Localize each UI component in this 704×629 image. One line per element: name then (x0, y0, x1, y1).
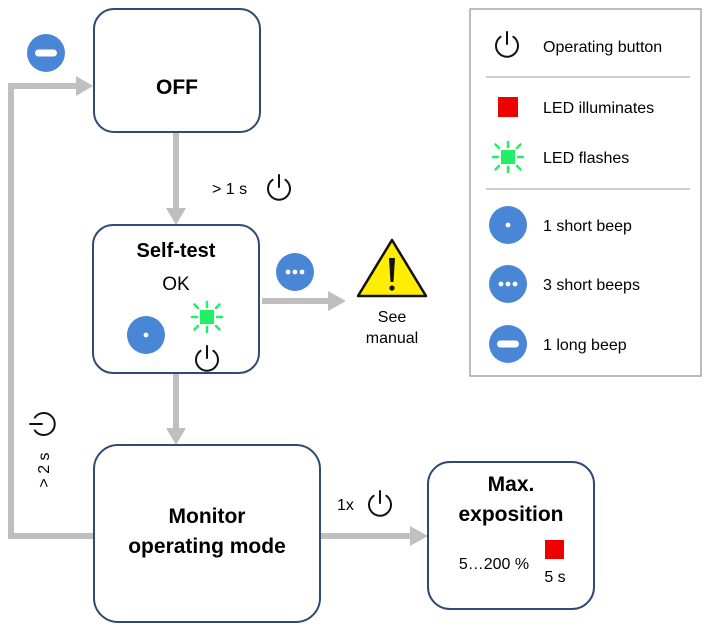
arrow-self-test-to-monitor (166, 373, 186, 445)
state-max-title-line1: Max. (488, 473, 535, 496)
legend-item-one-short-beep: 1 short beep (489, 206, 632, 244)
state-max-title-line2: exposition (458, 503, 563, 526)
led-solid-icon (498, 97, 518, 117)
beep-short-icon (489, 206, 527, 244)
transition-monitor-max-label: 1x (337, 497, 354, 514)
legend-led-illuminates-label: LED illuminates (543, 100, 654, 117)
beep-triple-icon (276, 253, 314, 291)
legend-item-led-illuminates: LED illuminates (498, 97, 654, 117)
warning-text-line2: manual (366, 330, 418, 347)
state-self-test-status: OK (162, 274, 190, 295)
legend-item-operating-button: Operating button (495, 31, 662, 58)
led-flash-icon (190, 300, 224, 334)
transition-off-label: > 1 s (212, 181, 247, 198)
legend-item-three-short-beeps: 3 short beeps (489, 265, 640, 303)
state-monitor-title-line1: Monitor (169, 505, 246, 528)
legend: Operating button LED illuminates LED fla… (469, 8, 702, 377)
power-icon (267, 174, 291, 201)
beep-long-icon (489, 325, 527, 363)
transition-monitor-to-off: > 2 s (29, 412, 56, 488)
power-icon (29, 412, 56, 436)
legend-led-flashes-label: LED flashes (543, 150, 629, 167)
legend-one-long-beep-label: 1 long beep (543, 337, 627, 354)
beep-short-icon (127, 316, 165, 354)
led-flash-icon (491, 140, 525, 174)
arrow-off-to-self-test (166, 132, 186, 225)
beep-long-icon (27, 34, 65, 72)
state-off-title: OFF (156, 76, 198, 99)
arrow-monitor-to-off (8, 76, 94, 539)
legend-item-led-flashes: LED flashes (491, 140, 629, 174)
transition-monitor-to-max: 1x (337, 490, 392, 517)
led-solid-icon (545, 540, 564, 559)
state-max-exposition: Max. exposition 5…200 % 5 s (427, 461, 595, 610)
state-max-range: 5…200 % (459, 556, 529, 573)
arrow-monitor-to-max-exposition (320, 526, 428, 546)
warning-icon (356, 238, 428, 298)
state-self-test-title: Self-test (137, 240, 216, 262)
state-max-duration: 5 s (544, 569, 565, 586)
legend-one-short-beep-label: 1 short beep (543, 218, 632, 235)
power-icon (368, 490, 392, 517)
state-monitor-title-line2: operating mode (128, 535, 286, 558)
state-self-test: Self-test OK (92, 224, 260, 374)
beep-triple-icon (489, 265, 527, 303)
arrow-self-test-to-warning (262, 291, 346, 311)
legend-operating-button-label: Operating button (543, 39, 662, 56)
state-off: OFF (93, 8, 261, 133)
transition-monitor-off-label: > 2 s (36, 452, 53, 487)
legend-three-short-beeps-label: 3 short beeps (543, 277, 640, 294)
warning-text-line1: See (378, 309, 407, 326)
state-monitor: Monitor operating mode (93, 444, 321, 623)
transition-off-to-self-test: > 1 s (212, 174, 291, 201)
legend-item-one-long-beep: 1 long beep (489, 325, 627, 363)
